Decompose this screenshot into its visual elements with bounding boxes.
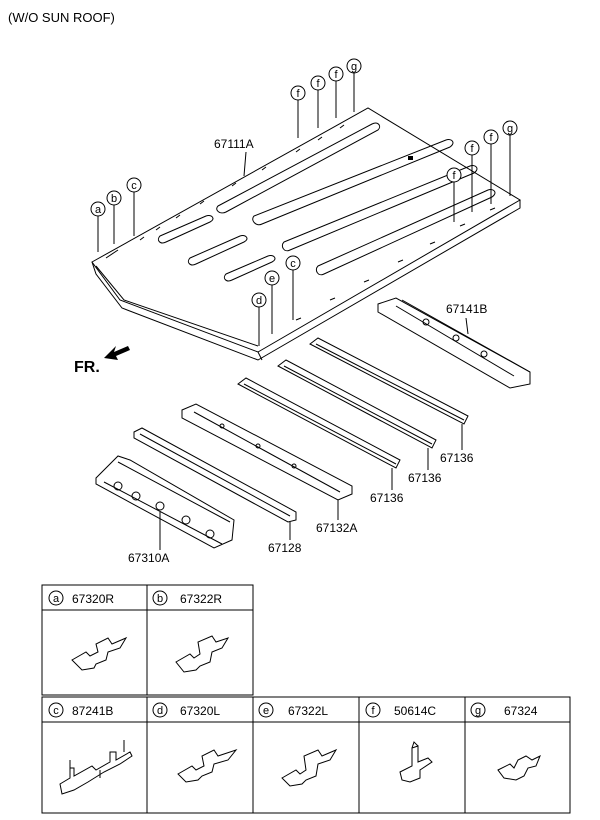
part-front-inner-rail	[133, 427, 297, 523]
part-front-rail	[95, 455, 235, 549]
part-label-front-rail: 67310A	[128, 551, 169, 565]
callout-f-1: f	[290, 85, 306, 138]
legend-letter: e	[263, 705, 269, 717]
svg-text:f: f	[334, 69, 338, 81]
part-label-bow-2: 67136	[408, 471, 442, 485]
legend-cell-a: a 67320R	[48, 590, 128, 671]
clip-icon	[399, 745, 433, 783]
part-bow-3	[237, 377, 401, 469]
callout-f-2: f	[310, 75, 326, 128]
legend-letter: f	[371, 705, 375, 717]
callout-g-1: g	[346, 58, 362, 112]
svg-text:f: f	[316, 78, 320, 90]
callout-e: e	[264, 270, 280, 334]
legend-letter: a	[53, 593, 60, 605]
svg-text:b: b	[111, 193, 117, 205]
legend-part-number: 67324	[504, 704, 538, 718]
callout-a: a	[90, 201, 106, 252]
legend-letter: c	[53, 705, 59, 717]
front-arrow-icon	[104, 346, 130, 360]
legend-letter: d	[157, 705, 163, 717]
part-bow-1	[309, 337, 469, 425]
legend-cell-d: d 67320L	[152, 702, 238, 783]
svg-text:c: c	[131, 180, 137, 192]
legend-cell-g: g 67324	[470, 702, 541, 781]
legend-letter: g	[475, 705, 481, 717]
svg-text:c: c	[290, 258, 296, 270]
callout-f-3: f	[328, 66, 344, 118]
part-label-rear-rail: 67141B	[446, 302, 487, 316]
legend-cell-f: f 50614C	[365, 702, 436, 783]
legend-part-number: 67320L	[180, 704, 220, 718]
legend-cell-c: c 87241B	[48, 702, 133, 795]
part-bow-front-center	[181, 403, 353, 501]
svg-text:f: f	[452, 170, 456, 182]
callout-c-bottom: c	[285, 255, 301, 320]
legend-part-number: 67322L	[288, 704, 328, 718]
legend-part-number: 67322R	[180, 592, 222, 606]
svg-text:a: a	[95, 204, 102, 216]
diagram-note: (W/O SUN ROOF)	[8, 10, 115, 25]
clip-strip-icon	[59, 751, 133, 795]
callout-f-6: f	[483, 129, 499, 204]
callout-g-2: g	[502, 120, 518, 196]
legend-row-1: a 67320R b 67322R	[41, 584, 254, 696]
svg-text:g: g	[351, 61, 357, 73]
legend-part-number: 50614C	[394, 704, 436, 718]
callout-f-4: f	[446, 167, 462, 222]
callout-d: d	[251, 292, 267, 346]
part-bow-2	[277, 359, 437, 449]
bracket-icon	[497, 754, 541, 781]
part-label-bow-1: 67136	[440, 451, 474, 465]
svg-text:g: g	[507, 123, 513, 135]
part-label-bow-3: 67136	[370, 491, 404, 505]
legend-part-number: 67320R	[72, 592, 114, 606]
callout-b: b	[106, 190, 122, 244]
svg-text:f: f	[296, 88, 300, 100]
legend-letter: b	[157, 593, 163, 605]
svg-text:d: d	[256, 295, 262, 307]
legend-cell-e: e 67322L	[258, 702, 338, 787]
svg-text:f: f	[470, 143, 474, 155]
bracket-icon	[71, 636, 128, 671]
part-label-bow-front-center: 67132A	[316, 521, 357, 535]
callout-f-5: f	[464, 140, 480, 212]
legend-cell-b: b 67322R	[152, 590, 230, 673]
svg-text:f: f	[489, 132, 493, 144]
part-rear-rail	[377, 297, 531, 389]
part-label-front-inner-rail: 67128	[268, 541, 302, 555]
bracket-icon	[281, 748, 338, 787]
svg-text:e: e	[269, 273, 275, 285]
roof-panel	[91, 107, 521, 361]
part-label-roof-panel: 67111A	[214, 137, 254, 151]
legend-row-2: c 87241B d 67320L e 67322L f 50614C g	[41, 696, 571, 814]
bracket-icon	[177, 748, 238, 783]
bracket-icon	[175, 635, 230, 673]
front-label: FR.	[74, 359, 100, 376]
callout-c-top: c	[126, 177, 142, 236]
legend-part-number: 87241B	[72, 704, 113, 718]
